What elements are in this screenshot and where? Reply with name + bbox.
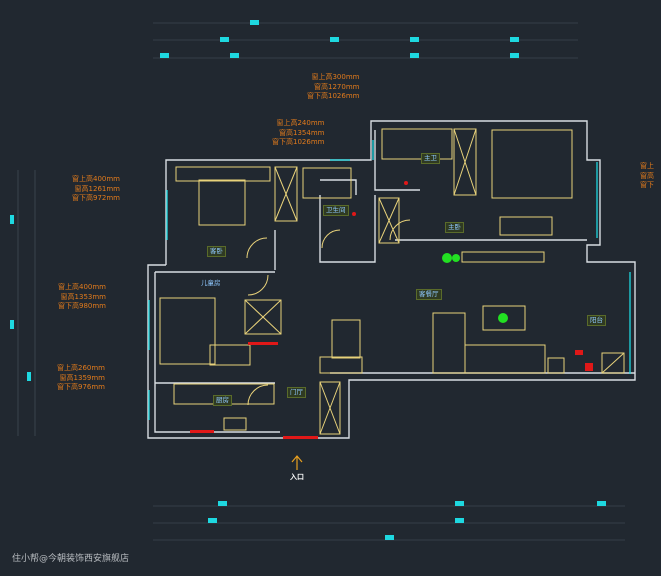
window-height: 窗高1261mm [74, 184, 120, 193]
room-label-bathroom: 卫生间 [323, 205, 349, 216]
room-label-living-dining: 客餐厅 [416, 289, 442, 300]
dimension-label [385, 535, 394, 540]
window-height: 窗高 [640, 171, 654, 180]
window-top-height: 窗上高260mm [57, 364, 105, 372]
window-height: 窗高1359mm [59, 373, 105, 382]
dimension-label [10, 320, 14, 329]
window-bottom-height: 窗下 [640, 181, 654, 189]
dimension-label [410, 37, 419, 42]
window-note: 窗上高300mm 窗高1270mm 窗下高1026mm [307, 73, 359, 102]
room-label-balcony: 阳台 [587, 315, 606, 326]
dimension-label [510, 53, 519, 58]
window-top-height: 窗上 [640, 162, 654, 170]
windows [148, 140, 631, 420]
window-height: 窗高1270mm [314, 82, 360, 91]
window-bottom-height: 窗下高972mm [72, 194, 120, 202]
window-note: 窗上高400mm 窗高1353mm 窗下高980mm [58, 283, 106, 312]
dimension-label [330, 37, 339, 42]
dimension-label [160, 53, 169, 58]
room-label-master-bedroom: 主卧 [445, 222, 464, 233]
dimension-label [510, 37, 519, 42]
dimension-label [597, 501, 606, 506]
dimension-label [10, 215, 14, 224]
window-top-height: 窗上高400mm [58, 283, 106, 291]
window-height: 窗高1353mm [60, 292, 106, 301]
dimension-label [230, 53, 239, 58]
window-bottom-height: 窗下高976mm [57, 383, 105, 391]
dimension-label [250, 20, 259, 25]
dimension-label [455, 501, 464, 506]
window-bottom-height: 窗下高1026mm [307, 92, 360, 100]
room-label-master-bath: 主卫 [421, 153, 440, 164]
window-bottom-height: 窗下高1026mm [272, 138, 325, 146]
window-top-height: 窗上高400mm [72, 175, 120, 183]
structural-marks [190, 181, 593, 439]
window-top-height: 窗上高300mm [311, 73, 360, 81]
room-label-kitchen: 厨房 [213, 395, 232, 406]
room-label-foyer: 门厅 [287, 387, 306, 398]
entrance-label: 入口 [290, 473, 304, 481]
window-note: 窗上高240mm 窗高1354mm 窗下高1026mm [272, 119, 324, 148]
dimension-label [455, 518, 464, 523]
window-bottom-height: 窗下高980mm [58, 302, 106, 310]
furniture [159, 128, 625, 435]
dimension-label [220, 37, 229, 42]
dimension-label [27, 372, 31, 381]
window-height: 窗高1354mm [279, 128, 325, 137]
dimension-label [208, 518, 217, 523]
entrance-arrow-icon [291, 455, 303, 470]
window-note: 窗上高400mm 窗高1261mm 窗下高972mm [72, 175, 120, 204]
dimension-label [410, 53, 419, 58]
watermark: 住小帮@今朝装饰西安旗舰店 [12, 554, 130, 564]
window-top-height: 窗上高240mm [276, 119, 325, 127]
dimension-label [218, 501, 227, 506]
window-note: 窗上高260mm 窗高1359mm 窗下高976mm [57, 364, 105, 393]
plants [442, 253, 508, 323]
room-label-guest-bedroom: 客卧 [207, 246, 226, 257]
window-note: 窗上 窗高 窗下 [640, 162, 654, 191]
room-label-kids-room: 儿童房 [201, 279, 221, 287]
